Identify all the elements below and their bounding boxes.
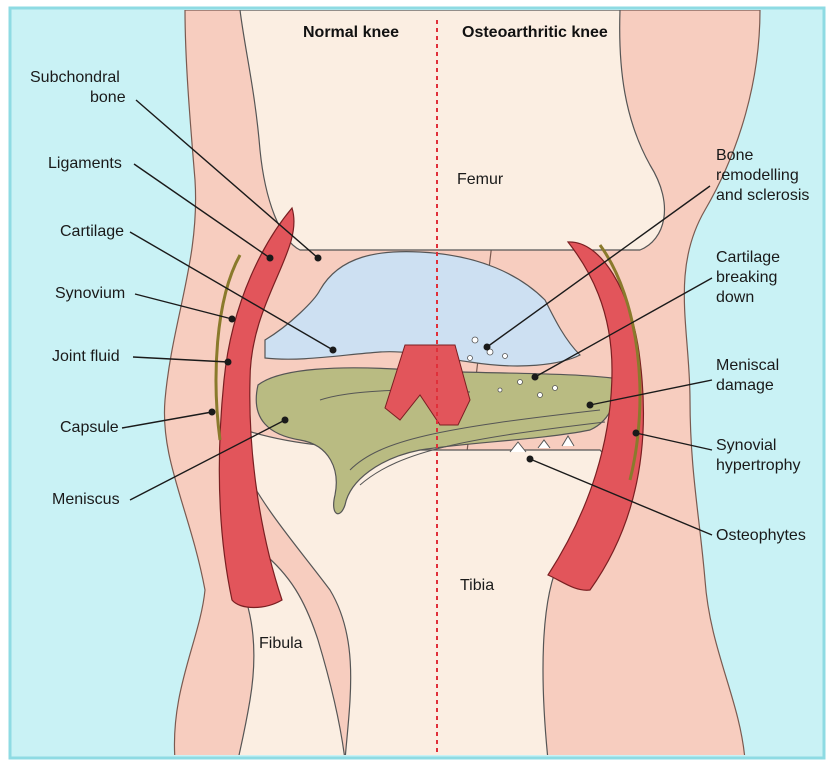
label-osteophytes: Osteophytes	[716, 526, 806, 546]
label-femur: Femur	[457, 170, 503, 190]
label-meniscus: Meniscus	[52, 490, 120, 510]
label-subchondral-bone: Subchondral bone	[30, 68, 126, 108]
label-capsule: Capsule	[60, 418, 119, 438]
label-bone-remodelling-line1: Bone	[716, 146, 809, 166]
label-cartilage-breaking-down: Cartilage breaking down	[716, 248, 780, 308]
label-cartilage-breaking-line3: down	[716, 288, 780, 308]
label-cartilage: Cartilage	[60, 222, 124, 242]
header-normal-knee: Normal knee	[303, 24, 399, 42]
label-fibula: Fibula	[259, 634, 303, 654]
label-synovial-hypertrophy-line1: Synovial	[716, 436, 801, 456]
label-cartilage-breaking-line2: breaking	[716, 268, 780, 288]
femur-bone	[240, 10, 664, 250]
label-cartilage-breaking-line1: Cartilage	[716, 248, 780, 268]
label-subchondral-line1: Subchondral	[30, 68, 126, 88]
label-bone-remodelling-line2: remodelling	[716, 166, 809, 186]
label-synovial-hypertrophy: Synovial hypertrophy	[716, 436, 801, 476]
label-tibia: Tibia	[460, 576, 494, 596]
label-bone-remodelling: Bone remodelling and sclerosis	[716, 146, 809, 206]
label-meniscal-damage-line2: damage	[716, 376, 779, 396]
label-bone-remodelling-line3: and sclerosis	[716, 186, 809, 206]
label-meniscal-damage: Meniscal damage	[716, 356, 779, 396]
label-subchondral-line2: bone	[30, 88, 126, 108]
label-synovium: Synovium	[55, 284, 125, 304]
label-ligaments: Ligaments	[48, 154, 122, 174]
label-joint-fluid: Joint fluid	[52, 347, 120, 367]
label-meniscal-damage-line1: Meniscal	[716, 356, 779, 376]
label-synovial-hypertrophy-line2: hypertrophy	[716, 456, 801, 476]
header-osteoarthritic-knee: Osteoarthritic knee	[462, 24, 608, 42]
